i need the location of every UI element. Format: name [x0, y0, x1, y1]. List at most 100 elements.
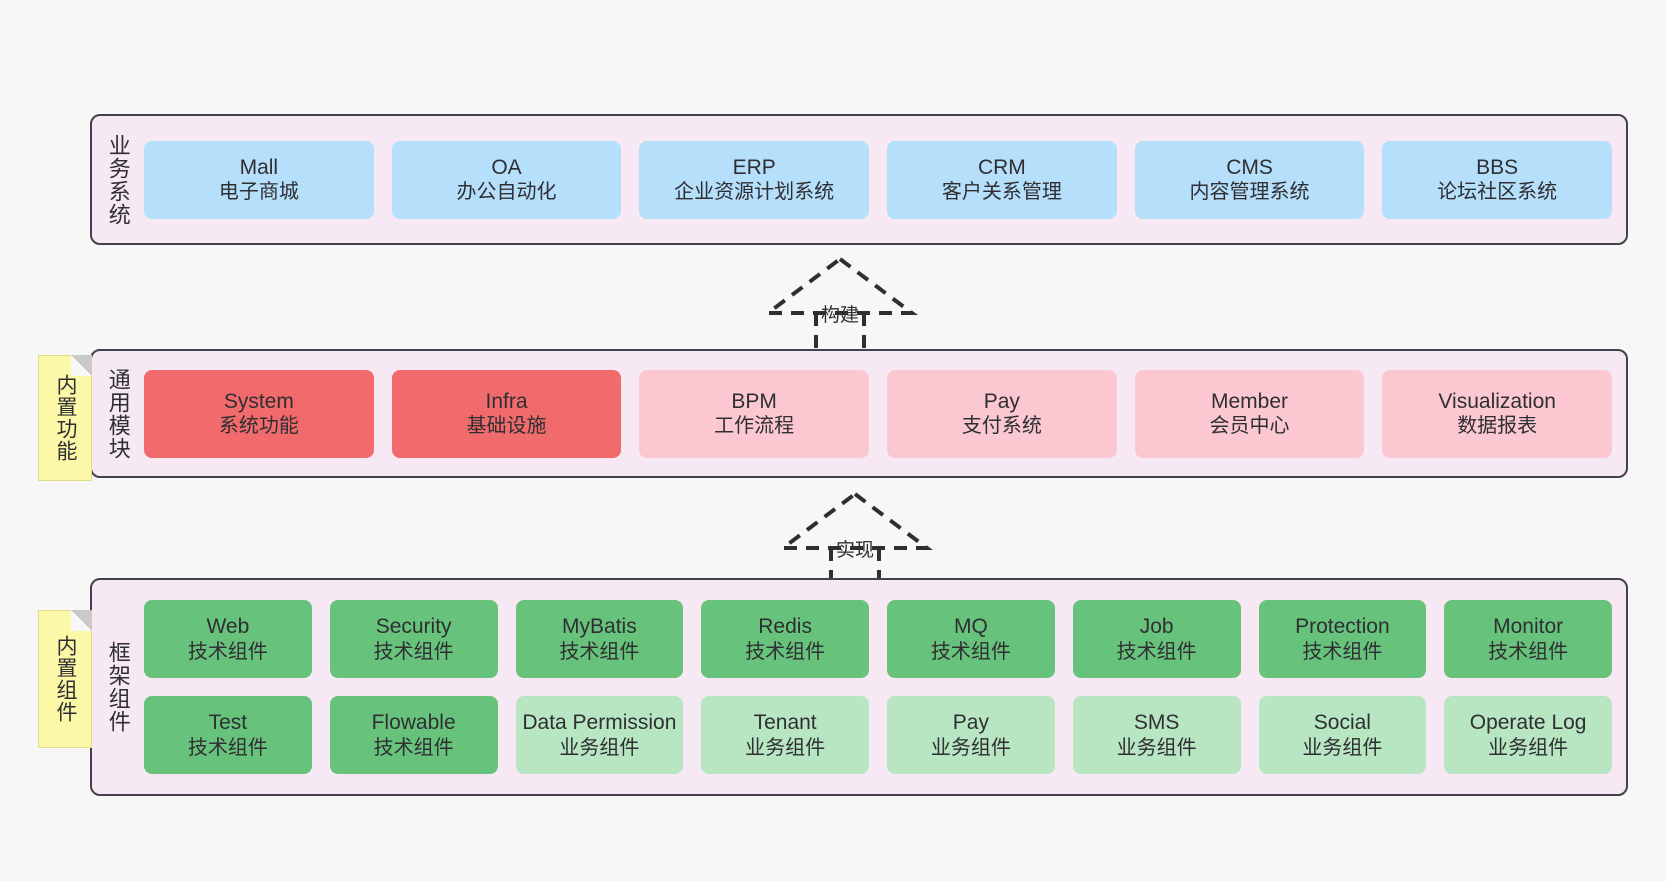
card-title-cn: 企业资源计划系统 — [674, 181, 835, 204]
card-title-en: Security — [375, 615, 452, 638]
card-title-cn: 客户关系管理 — [941, 181, 1062, 204]
card-title-cn: 技术组件 — [1302, 640, 1383, 663]
card-title-en: CMS — [1226, 155, 1273, 179]
connector-build-label: 构建 — [820, 305, 859, 326]
connector-realize: 实现 — [775, 490, 935, 590]
card-title-en: Operate Log — [1469, 711, 1587, 734]
card-title-en: SMS — [1133, 711, 1180, 734]
card-title-en: Redis — [758, 615, 812, 638]
card-title-cn: 技术组件 — [373, 736, 454, 759]
card-title-cn: 业务组件 — [930, 736, 1011, 759]
card-title-en: Member — [1211, 389, 1289, 413]
card-title-en: Test — [208, 711, 248, 734]
card-title-cn: 基础设施 — [466, 415, 547, 438]
card-title-cn: 会员中心 — [1209, 415, 1290, 438]
card-title-en: Pay — [952, 711, 989, 734]
card-title-en: Protection — [1295, 615, 1390, 638]
card-title-en: MyBatis — [562, 615, 637, 638]
card-title-en: Data Permission — [522, 711, 677, 734]
layer-business-system-label: 业务系统 — [105, 133, 131, 226]
card-title-cn: 业务组件 — [745, 736, 826, 759]
card-title-en: CRM — [977, 155, 1026, 179]
card-title-en: Flowable — [371, 711, 456, 734]
card-title-cn: 系统功能 — [218, 415, 299, 438]
card-title-en: Job — [1139, 615, 1174, 638]
card-title-cn: 技术组件 — [373, 640, 454, 663]
layer-common-module-label: 通用模块 — [105, 367, 131, 460]
card-title-cn: 业务组件 — [1116, 736, 1197, 759]
card-title-cn: 技术组件 — [1116, 640, 1197, 663]
card-title-en: Web — [206, 615, 250, 638]
card-title-en: Social — [1313, 711, 1371, 734]
note-builtin-component: 内置组件 — [38, 610, 92, 748]
card-title-en: Monitor — [1493, 615, 1564, 638]
card-title-cn: 业务组件 — [1488, 736, 1569, 759]
card-title-cn: 数据报表 — [1457, 415, 1538, 438]
card-title-cn: 电子商城 — [218, 181, 299, 204]
card-title-en: Mall — [239, 155, 279, 179]
card-title-en: ERP — [732, 155, 776, 179]
note-builtin-function-label: 内置功能 — [53, 374, 77, 462]
card-title-cn: 业务组件 — [1302, 736, 1383, 759]
card-title-en: BBS — [1476, 155, 1519, 179]
note-builtin-function: 内置功能 — [38, 355, 92, 481]
connector-build: 构建 — [760, 255, 920, 355]
card-title-cn: 技术组件 — [187, 736, 268, 759]
card-title-cn: 技术组件 — [930, 640, 1011, 663]
connector-realize-label: 实现 — [835, 540, 874, 561]
card-title-cn: 支付系统 — [961, 415, 1042, 438]
card-title-cn: 技术组件 — [187, 640, 268, 663]
card-title-en: MQ — [953, 615, 988, 638]
card-title-en: OA — [491, 155, 522, 179]
card-title-cn: 业务组件 — [559, 736, 640, 759]
card-title-cn: 技术组件 — [559, 640, 640, 663]
layer-framework-component-label: 框架组件 — [105, 641, 131, 733]
card-title-cn: 办公自动化 — [456, 181, 557, 204]
card-title-cn: 论坛社区系统 — [1437, 181, 1558, 204]
card-title-en: Pay — [983, 389, 1020, 413]
card-title-cn: 技术组件 — [1488, 640, 1569, 663]
card-title-en: System — [223, 389, 294, 413]
card-title-cn: 技术组件 — [745, 640, 826, 663]
card-title-en: BPM — [731, 389, 777, 413]
